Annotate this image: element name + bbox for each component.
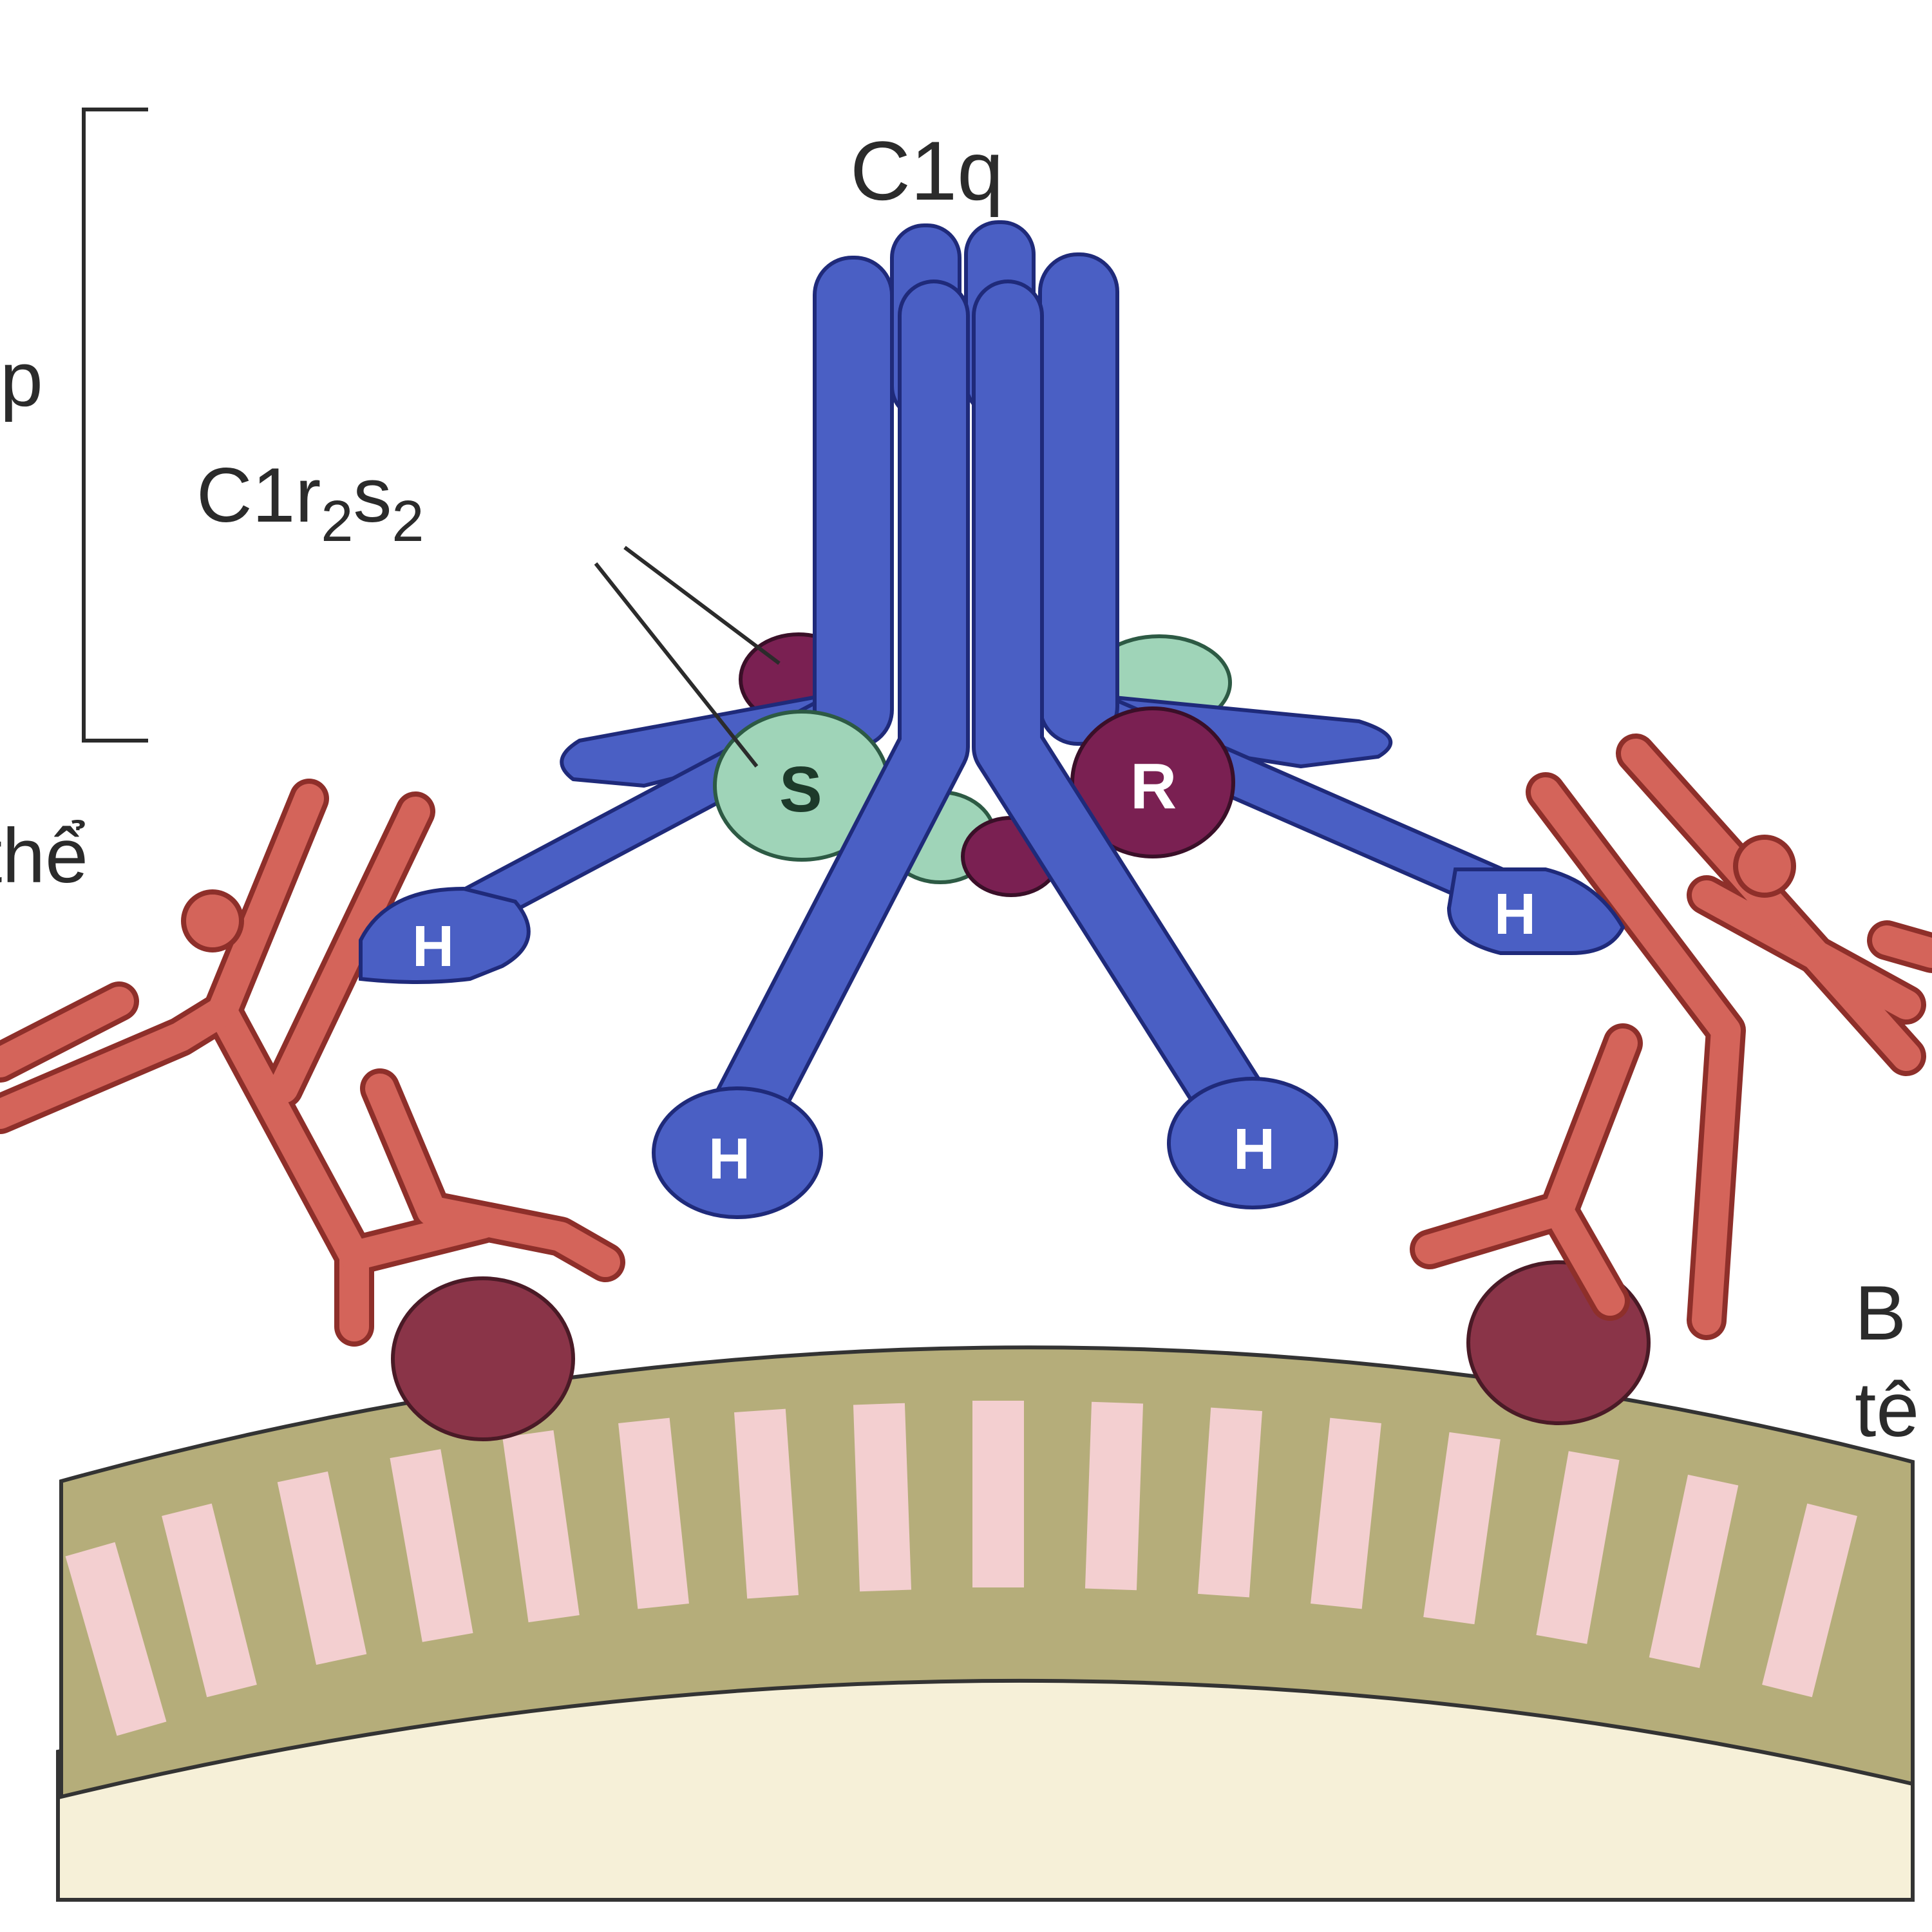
label-c1s: S — [779, 753, 822, 826]
leader-line-c1r — [623, 545, 781, 665]
leader-line-c1s — [594, 562, 759, 768]
c1q-head-right — [1446, 867, 1625, 955]
c1q-center-arms — [711, 279, 1273, 1144]
label-left-top-partial: p — [0, 336, 43, 422]
label-c1r: R — [1130, 750, 1177, 822]
c1q-head-bottom-right — [1167, 1077, 1338, 1209]
label-c1r2s2: C1r2s2 — [196, 452, 424, 554]
membrane-stripes — [65, 1401, 1857, 1736]
antibody-right — [1410, 734, 1932, 1340]
c1q-head-bottom-left — [652, 1086, 823, 1219]
label-head-left: H — [412, 914, 454, 979]
antibody-left — [0, 779, 625, 1347]
label-c1q: C1q — [850, 124, 1003, 218]
label-head-right: H — [1494, 882, 1536, 947]
label-right-bottom-partial-1: B — [1855, 1270, 1906, 1356]
label-head-bottom-right: H — [1233, 1117, 1275, 1182]
label-right-bottom-partial-2: tê — [1855, 1367, 1919, 1453]
c1q-head-left — [359, 886, 531, 984]
label-left-mid-partial: thể — [0, 813, 88, 899]
antigen-left — [391, 1276, 575, 1441]
bracket — [82, 108, 148, 743]
label-head-bottom-left: H — [708, 1127, 750, 1191]
